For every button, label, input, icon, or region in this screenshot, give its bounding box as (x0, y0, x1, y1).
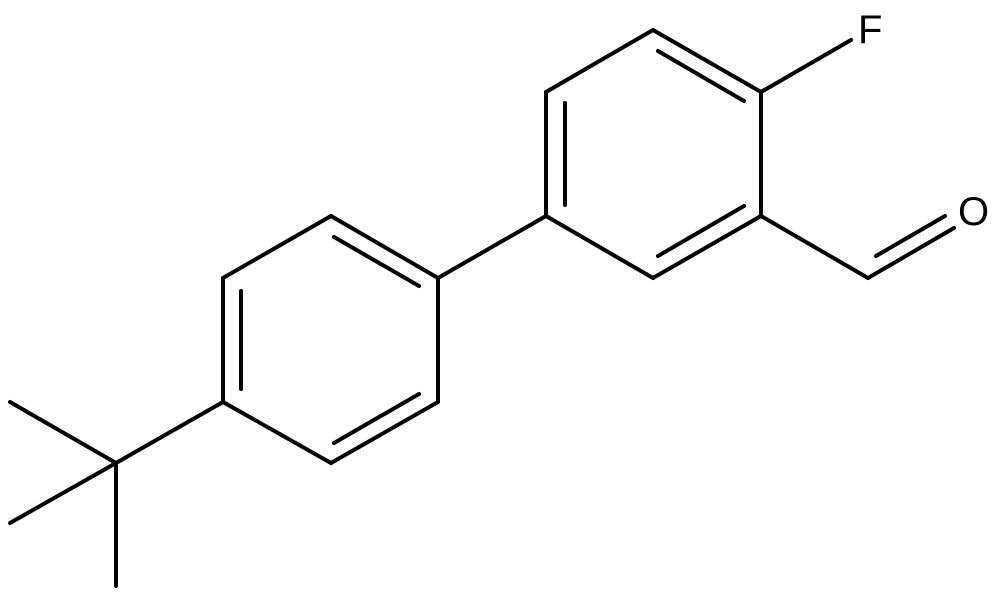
bond-tbu-to-ring (114, 400, 225, 465)
bond-ring-a-2 (221, 214, 333, 280)
ring-b-phenyl (544, 28, 763, 280)
bond-ring-b-6 (544, 214, 655, 280)
bond-ring-a-inner-3 (332, 392, 421, 445)
oxygen-atom-label: O (958, 190, 989, 234)
bond-ring-a-6 (221, 400, 333, 465)
bond-c-f (759, 38, 853, 94)
bond-ring-b-3 (651, 28, 763, 94)
bond-biaryl (436, 214, 548, 280)
bond-c-o-double-2 (874, 214, 947, 258)
bond-ring-a-inner-2 (332, 235, 421, 288)
bond-tbu-methyl-2 (8, 461, 118, 525)
bond-ring-a-3 (329, 214, 440, 280)
bond-ring-a-5 (329, 400, 440, 465)
bond-ring-b-inner-2 (656, 49, 746, 103)
aldehyde-group: O (759, 190, 989, 280)
bond-ring-b-2 (544, 28, 655, 94)
bond-ring-b-inner-3 (656, 204, 746, 258)
ring-a-phenyl (221, 214, 440, 465)
bond-c-o-double-1 (866, 226, 956, 280)
tert-butyl-group (8, 400, 225, 588)
bond-ring-to-cho (759, 214, 870, 280)
bond-ring-b-5 (651, 214, 763, 280)
fluorine-atom-label: F (858, 8, 882, 52)
bond-tbu-methyl-1 (8, 400, 118, 465)
fluoro-substituent: F (759, 8, 882, 94)
